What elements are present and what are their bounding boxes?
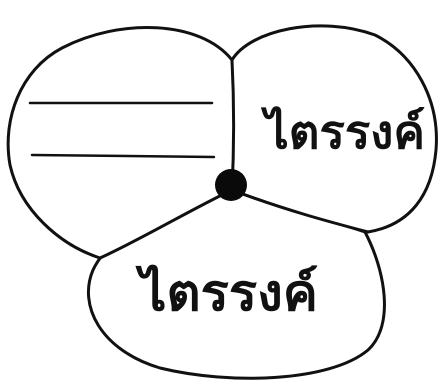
- center-dot: [215, 169, 247, 201]
- bottom-lobe-label: ไตรรงค์: [135, 264, 318, 322]
- right-lobe-label: ไตรรงค์: [260, 105, 425, 159]
